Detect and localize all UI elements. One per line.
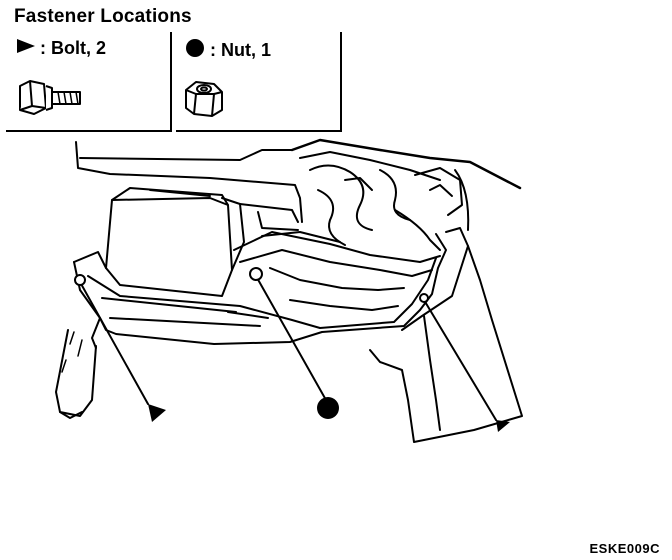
legend-nut-text: : Nut, 1 [210,40,271,60]
leader-line-nut [255,275,327,401]
nut-stud [249,267,263,281]
leader-line-bolt-left [79,281,149,405]
bolt-hole-right [419,293,429,303]
legend-nut: : Nut, 1 [176,32,342,132]
bolt-marker-right-icon [496,420,510,432]
legend-bolt: : Bolt, 2 [6,32,172,132]
legend-bolt-label: : Bolt, 2 [16,37,106,59]
nut-icon [185,81,223,117]
bolt-hole-left [74,274,86,286]
nut-marker-icon [317,397,339,419]
page-title: Fastener Locations [14,6,192,27]
circle-marker-icon [184,37,206,64]
bolt-marker-left-icon [148,404,166,422]
legend-bolt-text: : Bolt, 2 [40,37,106,58]
leader-line-bolt-right [423,299,497,421]
legend-nut-label: : Nut, 1 [184,37,271,64]
triangle-marker-icon [16,38,36,59]
bolt-icon [19,80,81,115]
reference-code: ESKE009C [589,541,660,556]
